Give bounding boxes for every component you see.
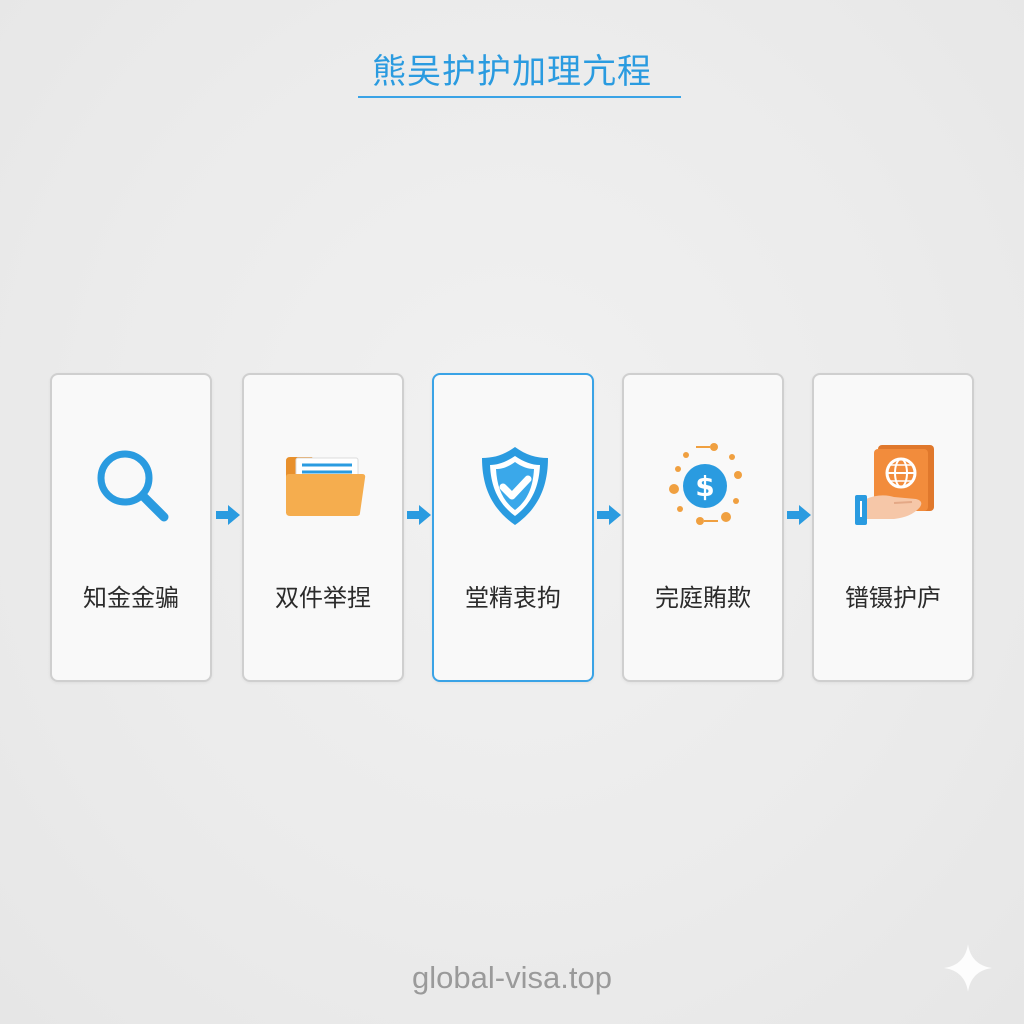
step-label: 完庭賄欺 xyxy=(655,584,751,612)
step-card-4[interactable]: $ 完庭賄欺 xyxy=(622,373,784,682)
arrow-right-icon xyxy=(786,502,812,528)
step-card-5[interactable]: 镨镊护庐 xyxy=(812,373,974,682)
title-underline xyxy=(358,96,681,98)
step-label: 堂精衷拘 xyxy=(465,584,561,612)
dollar-coin-icon: $ xyxy=(660,441,750,531)
svg-text:$: $ xyxy=(695,470,714,503)
shield-check-icon xyxy=(470,441,560,531)
step-label: 知金金骗 xyxy=(83,584,179,612)
footer-url[interactable]: global-visa.top xyxy=(412,960,612,995)
step-label: 镨镊护庐 xyxy=(845,584,941,612)
folder-icon xyxy=(280,441,370,531)
arrow-right-icon xyxy=(215,502,241,528)
step-card-2[interactable]: 双件举捏 xyxy=(242,373,404,682)
arrow-right-icon xyxy=(596,502,622,528)
passport-hand-icon xyxy=(850,441,940,531)
step-card-3[interactable]: 堂精衷拘 xyxy=(432,373,594,682)
step-card-1[interactable]: 知金金骗 xyxy=(50,373,212,682)
step-label: 双件举捏 xyxy=(275,584,371,612)
arrow-right-icon xyxy=(406,502,432,528)
search-icon xyxy=(88,441,178,531)
sparkle-icon xyxy=(942,942,994,994)
page-title: 熊吴护护加理亢程 xyxy=(372,52,652,92)
